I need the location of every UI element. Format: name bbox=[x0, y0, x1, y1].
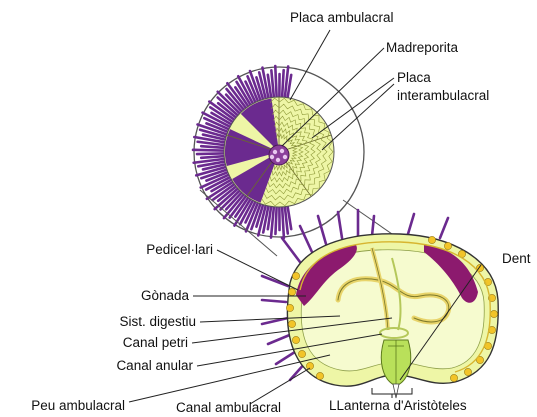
madreporite bbox=[269, 145, 289, 165]
label-placa-interambulacral-2: interambulacral bbox=[397, 88, 489, 103]
label-canal-anular: Canal anular bbox=[116, 358, 193, 373]
label-canal-petri: Canal petri bbox=[123, 335, 188, 350]
label-dent: Dent bbox=[502, 251, 531, 266]
label-peu-ambulacral: Peu ambulacral bbox=[31, 398, 125, 413]
label-canal-ambulacral: Canal ambulacral bbox=[176, 400, 281, 415]
label-llanterna: LLanterna d'Aristòteles bbox=[329, 398, 467, 413]
label-sist-digestiu: Sist. digestiu bbox=[119, 314, 196, 329]
label-pedicellari: Pedicel·lari bbox=[146, 242, 213, 257]
label-madreporita: Madreporita bbox=[386, 40, 459, 55]
label-placa-interambulacral-1: Placa bbox=[397, 70, 431, 85]
label-gonada: Gònada bbox=[141, 288, 190, 303]
tooth bbox=[393, 384, 399, 398]
cross-section bbox=[262, 210, 498, 398]
label-placa-ambulacral: Placa ambulacral bbox=[290, 10, 394, 25]
